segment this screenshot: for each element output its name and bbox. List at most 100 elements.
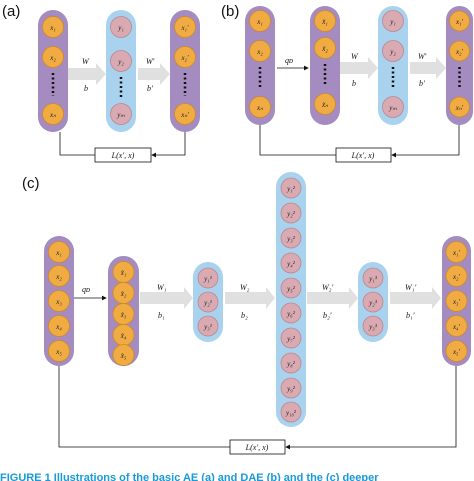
svg-text:y₂¹: y₂¹ [203, 299, 212, 307]
hidden-node: y₂ [382, 40, 404, 62]
input-layer [245, 6, 275, 125]
fat-arrow [138, 63, 170, 85]
svg-text:x₂′: x₂′ [180, 54, 189, 62]
output-node: x₅′ [445, 340, 468, 362]
loss-line-left [259, 125, 336, 156]
loss-label: L(x′, x) [245, 443, 269, 452]
svg-text:y₁³: y₁³ [368, 275, 378, 283]
fat-arrow [307, 287, 358, 309]
edge-label-b1-prime: b₁′ [406, 311, 415, 320]
svg-text:x₂: x₂ [256, 48, 263, 56]
output-node: x₃′ [445, 290, 468, 312]
panel-c-label: (c) [22, 175, 40, 192]
hidden-node: y₂ [110, 50, 132, 72]
svg-text:y₄²: y₄² [286, 260, 296, 268]
svg-text:y₇²: y₇² [286, 335, 296, 343]
svg-text:y₁: y₁ [117, 24, 124, 32]
output-node: x₁′ [449, 10, 470, 32]
svg-text:x̃₁: x̃₁ [321, 18, 328, 26]
loss-label: L(x′, x) [351, 151, 375, 160]
svg-text:xₙ′: xₙ′ [455, 104, 464, 112]
output-node: xₙ′ [174, 103, 196, 125]
edge-label-w-prime: W′ [146, 57, 155, 66]
svg-text:x₁: x₁ [55, 249, 62, 257]
corrupted-node: x̃₅ [112, 344, 135, 366]
corrupted-node: x̃ₙ [314, 93, 336, 115]
svg-text:x₄: x₄ [55, 323, 62, 331]
output-node: x₂′ [174, 46, 196, 68]
input-node: x₅ [48, 340, 70, 362]
hidden-node: y₄² [280, 252, 302, 274]
corrupted-node: x̃₁ [112, 261, 135, 283]
svg-text:yₘ: yₘ [388, 104, 397, 112]
svg-text:y₅²: y₅² [286, 285, 296, 293]
svg-text:x̃₁: x̃₁ [120, 269, 127, 277]
panel-b: (b) qᴅ W b W′ b′ x₁ x₂ xₙ x̃₁ [221, 3, 473, 163]
edge-label-qd: qᴅ [82, 285, 90, 294]
input-node: x₂ [42, 46, 64, 68]
svg-text:x̃₅: x̃₅ [120, 352, 127, 360]
loss-box [229, 439, 286, 455]
hidden-node: y₃³ [362, 315, 384, 337]
fat-arrow [340, 57, 378, 79]
svg-text:x₁: x₁ [49, 24, 56, 32]
hidden-layer [378, 6, 408, 125]
svg-text:x₅: x₅ [55, 348, 62, 356]
loss-box [94, 147, 152, 163]
svg-text:x₅′: x₅′ [452, 348, 461, 356]
edge-label-w2-prime: W₂′ [322, 283, 333, 292]
output-node: x₁′ [445, 241, 468, 263]
svg-text:y₁₀²: y₁₀² [285, 409, 297, 417]
svg-text:y₉²: y₉² [286, 385, 296, 393]
output-layer [446, 6, 473, 125]
edge-label-w-prime: W′ [418, 52, 427, 61]
hidden-node: y₉² [280, 377, 302, 399]
fat-arrow [140, 287, 193, 309]
hidden-node: y₈² [280, 352, 302, 374]
svg-text:x₄′: x₄′ [452, 323, 461, 331]
panel-c: (c) qᴅ W₁ b₁ W₂ b₂ W₂′ b₂′ W₁′ b₁′ x₁ x₂… [22, 172, 471, 455]
hidden-node: y₂³ [362, 291, 384, 313]
input-node: x₄ [48, 315, 70, 337]
edge-label-b-prime: b′ [147, 84, 153, 93]
svg-text:x̃₂: x̃₂ [120, 290, 127, 298]
loss-line-right [391, 125, 460, 158]
svg-text:xₙ: xₙ [49, 111, 56, 119]
hidden-node: y₂² [280, 202, 302, 224]
svg-text:x₁′: x₁′ [452, 249, 461, 257]
svg-text:y₁¹: y₁¹ [203, 275, 212, 283]
svg-text:x₁: x₁ [256, 18, 263, 26]
fat-arrow [410, 57, 446, 79]
output-node: x₂′ [445, 265, 468, 287]
svg-text:y₂: y₂ [389, 48, 396, 56]
loss-box [335, 147, 392, 163]
corrupted-node: x̃₂ [112, 282, 135, 304]
hidden-node: y₇² [280, 327, 302, 349]
hidden-node: y₆² [280, 302, 302, 324]
edge-label-b-prime: b′ [419, 79, 425, 88]
svg-text:xₙ: xₙ [256, 104, 263, 112]
svg-text:y₃²: y₃² [286, 235, 296, 243]
svg-text:x̃₄: x̃₄ [120, 332, 127, 340]
loss-line-left [59, 132, 95, 156]
input-node: x₃ [48, 290, 70, 312]
hidden-node: yₘ [382, 96, 404, 118]
panel-b-label: (b) [221, 3, 239, 20]
svg-text:x₃′: x₃′ [452, 298, 461, 306]
edge-label-w: W [351, 52, 359, 61]
input-node: x₁ [249, 10, 271, 32]
input-node: x₁ [48, 241, 70, 263]
svg-text:x̃₂: x̃₂ [321, 45, 328, 53]
fat-arrow [390, 287, 441, 309]
output-node: x₂′ [449, 40, 470, 62]
input-node: x₂ [249, 40, 271, 62]
output-layer [170, 10, 200, 132]
hidden-node: y₅² [280, 277, 302, 299]
loss-label: L(x′, x) [111, 151, 135, 160]
fat-arrow [225, 287, 275, 309]
hidden-node: y₁ [110, 16, 132, 38]
corrupted-node: x̃₂ [314, 37, 336, 59]
edge-label-w1: W₁ [157, 283, 167, 292]
edge-label-b2: b₂ [241, 311, 248, 320]
